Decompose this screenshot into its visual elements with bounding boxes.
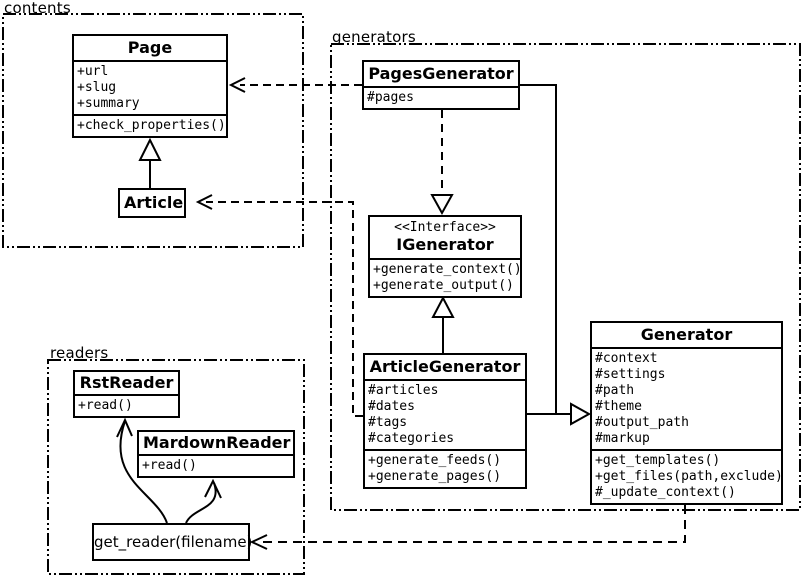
class-articlegenerator: ArticleGenerator #articles #dates #tags … <box>363 353 527 489</box>
class-igenerator-stereotype: <<Interface>> <box>394 220 496 235</box>
attribute: #categories <box>368 431 455 446</box>
class-generator-methods: +get_templates() +get_files(path,exclude… <box>592 449 783 503</box>
attribute: +summary <box>77 96 140 111</box>
method: +check_properties() <box>77 118 226 133</box>
class-pagesgenerator: PagesGenerator #pages <box>362 60 520 110</box>
attribute: #dates <box>368 399 415 414</box>
class-mardownreader-methods: +read() <box>139 454 293 476</box>
attribute: #path <box>595 383 635 398</box>
relationship-articlegenerator-to-igenerator-inheritance <box>431 295 455 353</box>
class-pagesgenerator-name: PagesGenerator <box>368 64 514 83</box>
class-rstreader-methods: +read() <box>75 394 178 416</box>
class-rstreader: RstReader +read() <box>73 370 180 418</box>
class-articlegenerator-methods: +generate_feeds() +generate_pages() <box>365 449 525 487</box>
method: +get_templates() <box>595 453 721 468</box>
method: +generate_context() <box>373 262 522 277</box>
class-page-methods: +check_properties() <box>74 114 226 136</box>
relationship-getreader-to-mardownreader-arrow <box>185 478 222 524</box>
method: +read() <box>142 458 197 473</box>
class-article-name: Article <box>124 193 184 212</box>
class-rstreader-name: RstReader <box>79 373 174 392</box>
class-generator-name: Generator <box>640 325 733 344</box>
relationship-generator-to-getreader-dependency <box>249 505 686 550</box>
attribute: #context <box>595 351 658 366</box>
method: +read() <box>78 398 133 413</box>
method: +get_files(path,exclude) <box>595 469 783 484</box>
class-pagesgenerator-attributes: #pages <box>364 86 518 108</box>
class-article: Article <box>118 188 186 218</box>
class-igenerator: <<Interface>> IGenerator +generate_conte… <box>368 215 522 298</box>
class-page: Page +url +slug +summary +check_properti… <box>72 34 228 138</box>
package-readers-label: readers <box>50 344 109 362</box>
package-generators-label: generators <box>332 28 416 46</box>
attribute: #pages <box>367 90 414 105</box>
attribute: #articles <box>368 383 439 398</box>
class-articlegenerator-attributes: #articles #dates #tags #categories <box>365 379 525 449</box>
attribute: +slug <box>77 80 117 95</box>
relationship-pagesgenerator-to-igenerator-realization <box>430 110 454 216</box>
function-get-reader: get_reader(filename) <box>92 523 252 561</box>
relationship-generators-to-generator-inheritance <box>520 84 592 426</box>
attribute: #theme <box>595 399 642 414</box>
package-readers-border <box>47 359 305 575</box>
class-igenerator-name: IGenerator <box>396 235 494 254</box>
attribute: #settings <box>595 367 666 382</box>
method: +generate_feeds() <box>368 453 502 468</box>
method: #_update_context() <box>595 485 736 500</box>
relationship-getreader-to-rstreader-arrow <box>116 417 168 524</box>
package-contents-border <box>2 13 304 248</box>
method: +generate_pages() <box>368 469 502 484</box>
class-generator: Generator #context #settings #path #them… <box>590 321 783 505</box>
relationship-article-to-page-inheritance <box>138 137 162 188</box>
class-mardownreader-name: MardownReader <box>143 433 291 452</box>
attribute: #markup <box>595 431 650 446</box>
relationship-articlegenerator-to-article-dependency <box>195 194 363 417</box>
class-page-attributes: +url +slug +summary <box>74 60 226 114</box>
method: +generate_output() <box>373 278 514 293</box>
attribute: +url <box>77 64 109 79</box>
class-igenerator-methods: +generate_context() +generate_output() <box>370 258 522 296</box>
package-contents-label: contents <box>4 0 71 17</box>
package-generators-border <box>330 43 801 511</box>
attribute: #tags <box>368 415 408 430</box>
class-articlegenerator-name: ArticleGenerator <box>369 357 521 376</box>
relationship-pagesgenerator-to-page-dependency <box>228 77 362 93</box>
attribute: #output_path <box>595 415 689 430</box>
class-page-name: Page <box>127 38 173 57</box>
class-mardownreader: MardownReader +read() <box>137 430 295 478</box>
class-generator-attributes: #context #settings #path #theme #output_… <box>592 347 781 449</box>
